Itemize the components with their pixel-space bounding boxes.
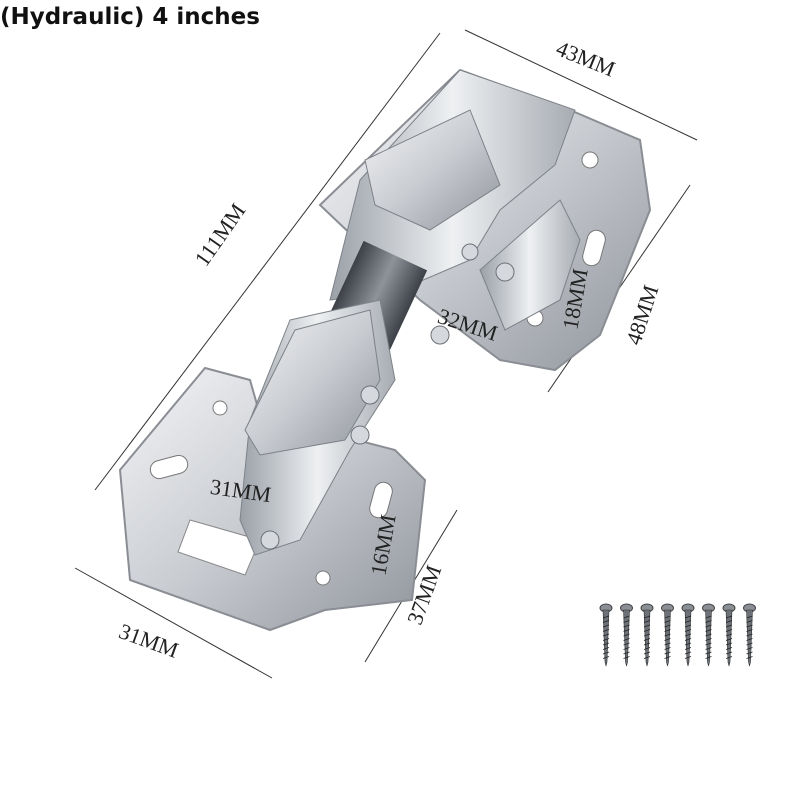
product-title: (Hydraulic) 4 inches — [0, 4, 260, 30]
hinge-arm — [239, 69, 581, 556]
screw-icon — [743, 603, 756, 667]
screw-icon — [681, 603, 695, 667]
screw-icon — [640, 603, 654, 667]
screws-group — [599, 603, 756, 667]
dim-line-43 — [464, 29, 698, 141]
screw-icon — [599, 603, 613, 667]
dim-line-111 — [94, 32, 441, 491]
screw-icon — [661, 603, 674, 667]
screw-icon — [722, 603, 736, 667]
screw-icon — [702, 603, 715, 667]
screw-icon — [620, 603, 633, 667]
dim-line-31-bottom — [74, 567, 273, 679]
